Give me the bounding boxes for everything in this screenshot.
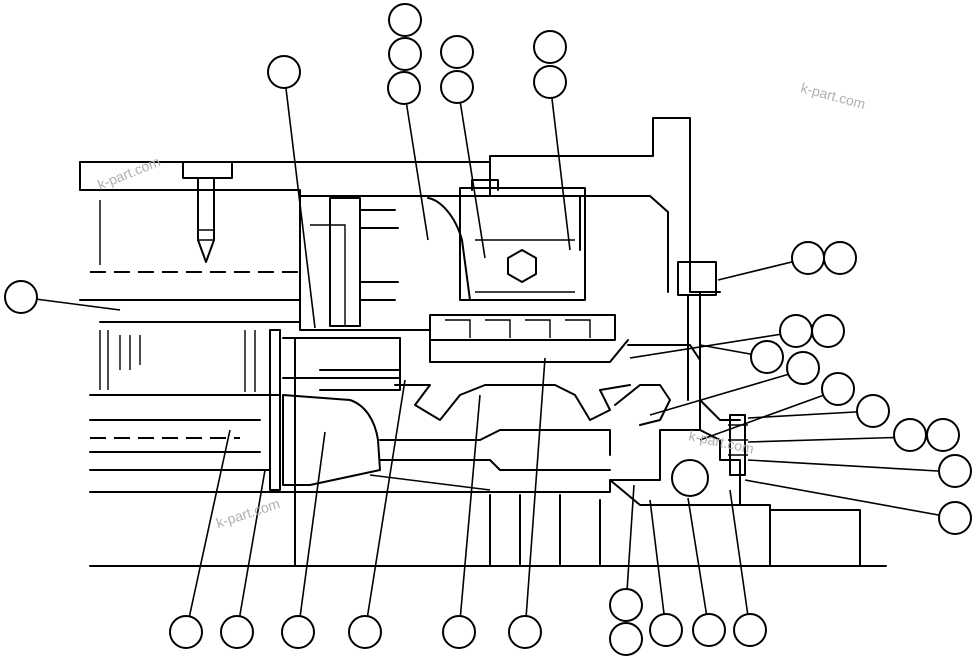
watermark: k-part.com [95,153,162,193]
callout-balloon [692,613,726,647]
callout-balloon [811,314,845,348]
callout-balloon [388,37,422,71]
callout-balloon [533,30,567,64]
callout-balloon [508,615,542,649]
leader-lines [19,71,956,633]
callout-balloon [649,613,683,647]
watermark: k-part.com [214,495,282,531]
callout-balloon [387,71,421,105]
callout-balloon [733,613,767,647]
callout-balloon [533,65,567,99]
callout-balloon [442,615,476,649]
callout-balloon [791,241,825,275]
callout-balloon [750,340,784,374]
watermark: k-part.com [799,79,867,112]
callout-balloon [609,622,643,656]
callout-balloon [926,418,960,452]
callout-balloons [4,3,972,656]
callout-balloon [4,280,38,314]
callout-balloon [821,372,855,406]
callout-balloon [348,615,382,649]
assembly-drawing [79,117,887,567]
callout-balloon [388,3,422,37]
callout-balloon [169,615,203,649]
watermarks: k-part.com k-part.com k-part.com k-part.… [95,79,867,530]
callout-balloon [786,351,820,385]
callout-balloon [938,454,972,488]
callout-balloon [779,314,813,348]
callout-balloon [281,615,315,649]
callout-balloon [856,394,890,428]
callout-balloon [267,55,301,89]
callout-balloon [823,241,857,275]
callout-balloon [893,418,927,452]
callout-balloon [609,588,643,622]
callout-balloon [938,501,972,535]
callout-balloon [440,70,474,104]
callout-balloon [440,35,474,69]
callout-balloon [220,615,254,649]
